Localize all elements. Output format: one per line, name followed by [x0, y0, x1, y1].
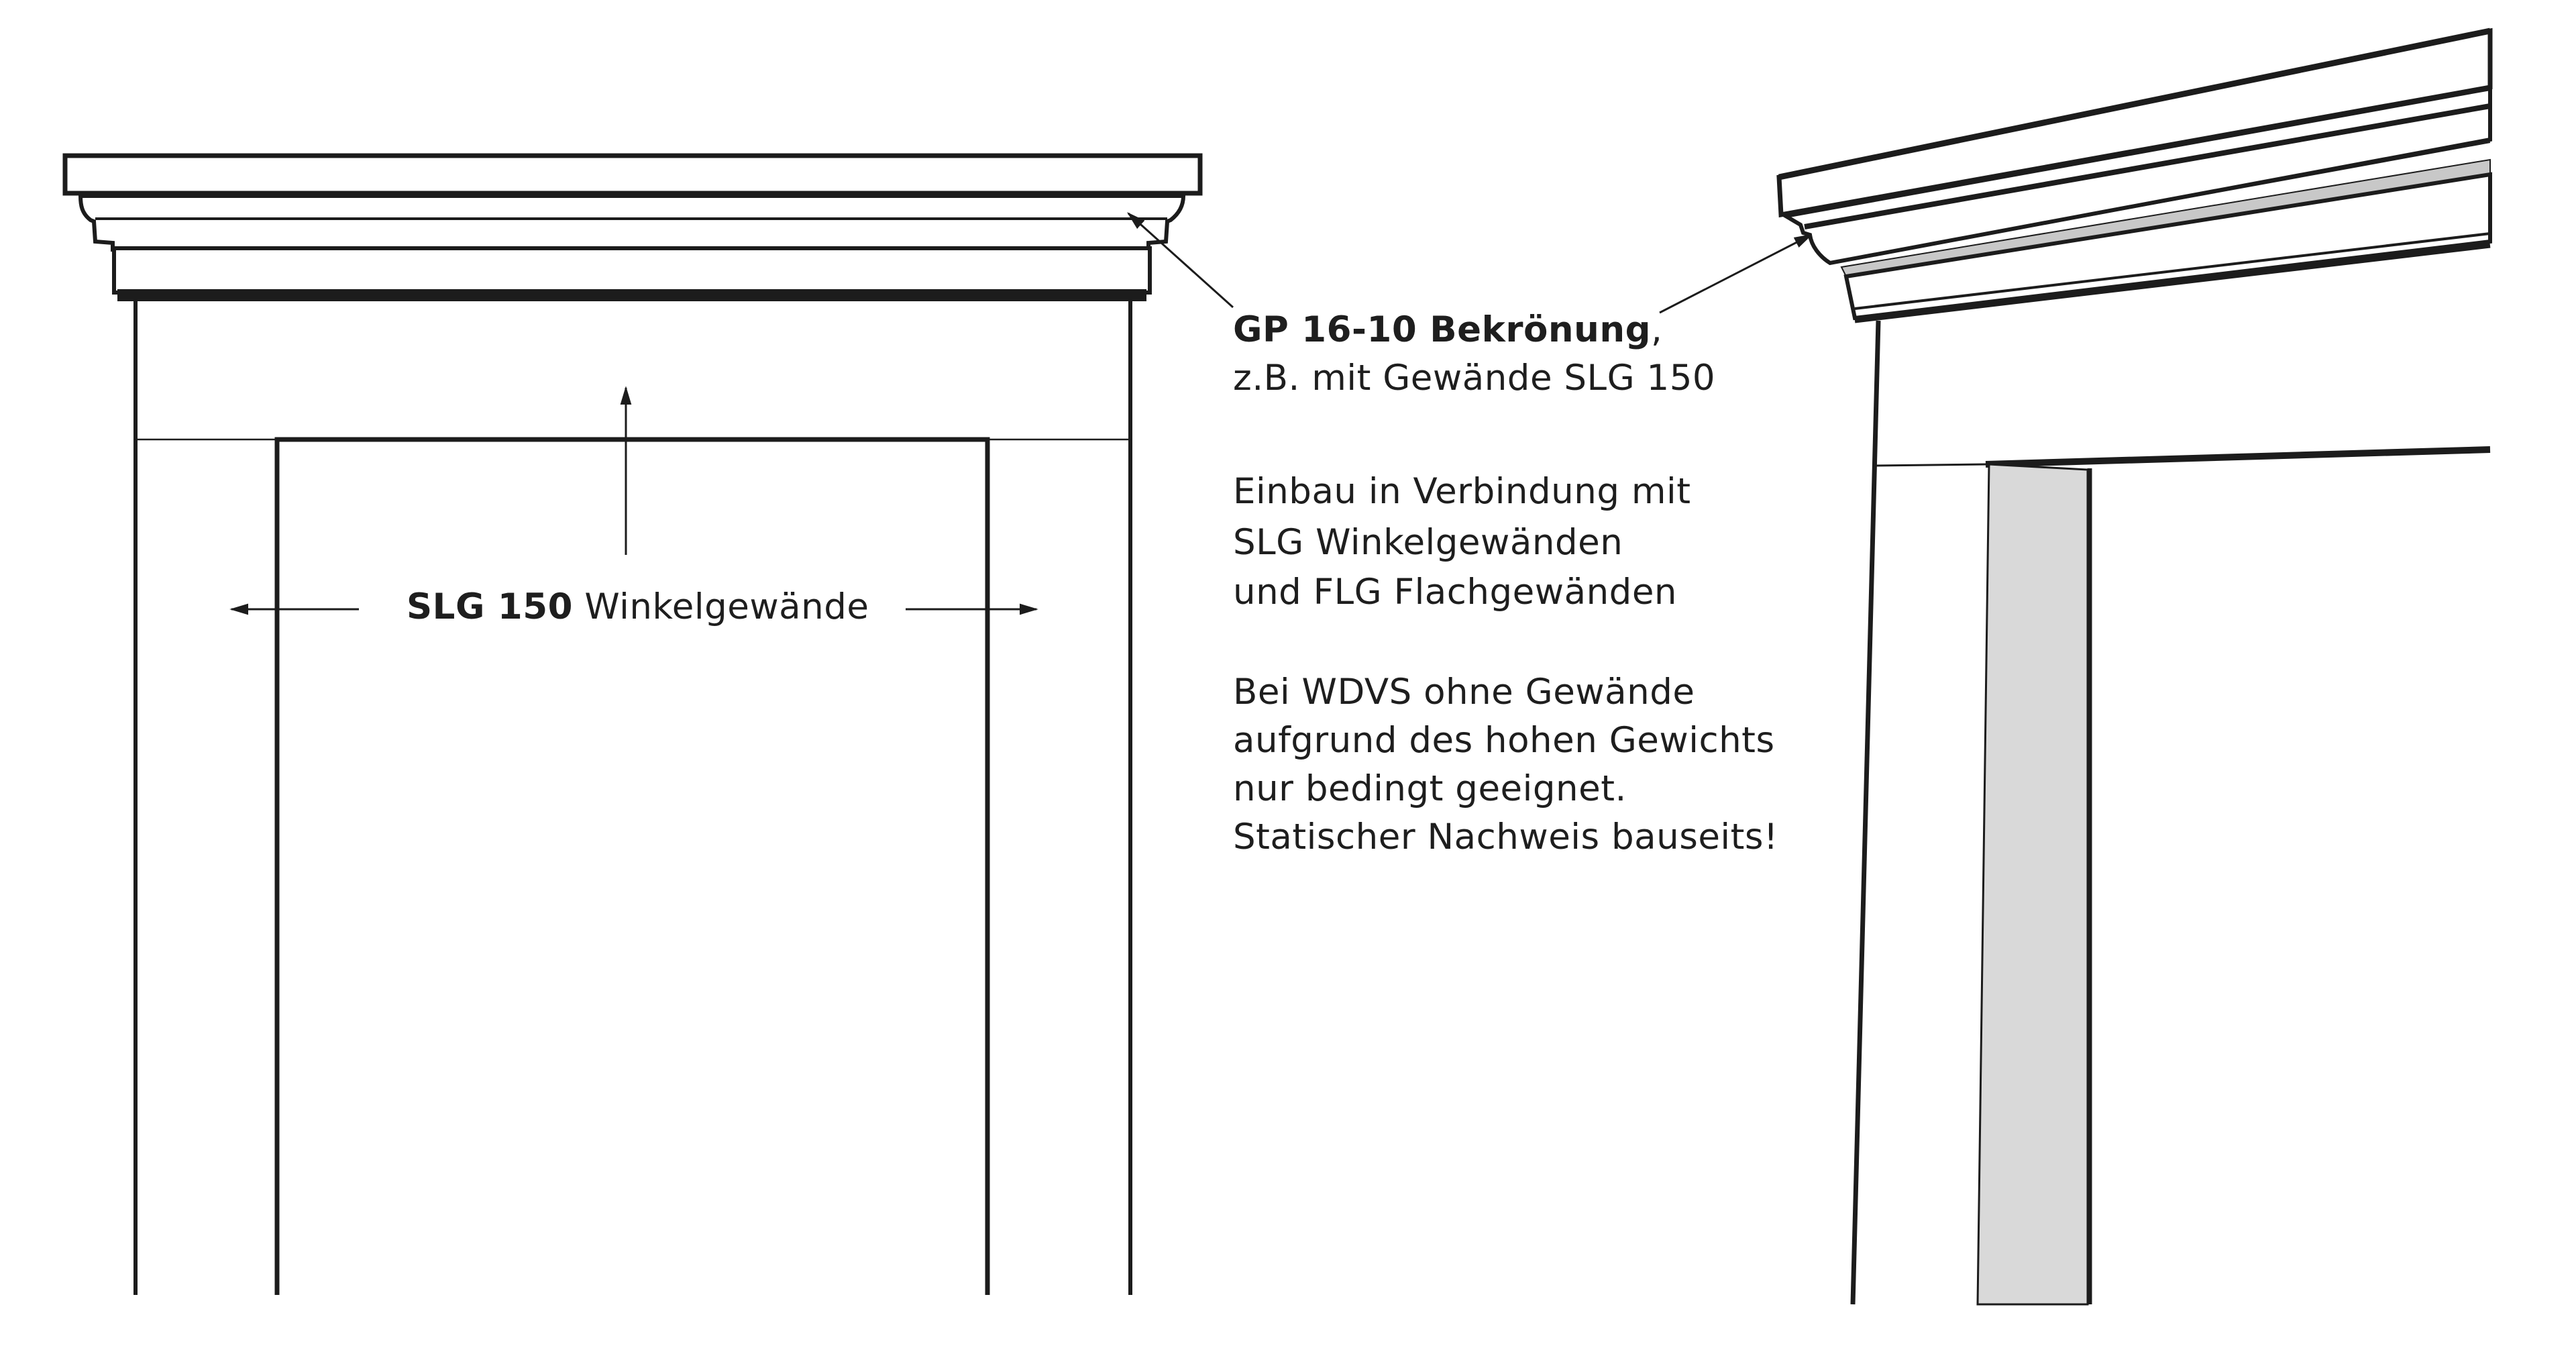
install-note-line-2: SLG Winkelgewänden [1233, 522, 1623, 563]
callout-subtitle: z.B. mit Gewände SLG 150 [1233, 358, 1716, 399]
install-note-line-3: und FLG Flachgewänden [1233, 572, 1678, 613]
persp-band-bottom [1854, 243, 2491, 323]
window-opening [274, 437, 990, 1295]
cornice-top-slab [62, 153, 1203, 196]
persp-slab-top-edge [1778, 28, 2491, 180]
perspective-view [1776, 28, 2493, 1306]
front-elevation [62, 153, 1203, 1295]
callout-title-suffix: , [1651, 309, 1663, 350]
slg-label-normal: Winkelgewände [573, 586, 869, 627]
persp-lower-band [1843, 172, 2492, 321]
leader-left [1126, 212, 1234, 309]
persp-lintel-line [1872, 463, 1986, 467]
persp-opening-head [1985, 446, 2491, 468]
cornice-base-strip [117, 289, 1146, 301]
persp-molding [1780, 86, 2492, 266]
callout-leaders [1126, 212, 1813, 314]
crown-cornice-perspective [1776, 28, 2493, 323]
warning-note-line-2: aufgrund des hohen Gewichts [1233, 720, 1775, 761]
persp-reveal-shaded [1976, 463, 2089, 1306]
persp-molding-line-2 [1829, 142, 2491, 264]
dimension-arrows [229, 386, 1038, 615]
warning-note-line-1: Bei WDVS ohne Gewände [1233, 672, 1695, 713]
callout-title: GP 16-10 Bekrönung, [1233, 306, 1662, 354]
cornice-lower-band [112, 246, 1152, 295]
install-note-line-1: Einbau in Verbindung mit [1233, 471, 1691, 512]
callout-title-bold: GP 16-10 Bekrönung [1233, 309, 1652, 350]
persp-molding-line-1 [1804, 103, 2491, 229]
cornice-molding [78, 194, 1186, 252]
slg-label-bold: SLG 150 [407, 586, 574, 627]
crown-cornice-front [62, 153, 1203, 301]
warning-note-line-4: Statischer Nachweis bauseits! [1233, 817, 1778, 857]
warning-note-line-3: nur bedingt geeignet. [1233, 768, 1627, 809]
slg-label: SLG 150 Winkelgewände [407, 583, 869, 631]
leader-right [1659, 233, 1813, 314]
persp-outer-jamb [1850, 320, 1881, 1305]
persp-band-line [1854, 232, 2491, 310]
